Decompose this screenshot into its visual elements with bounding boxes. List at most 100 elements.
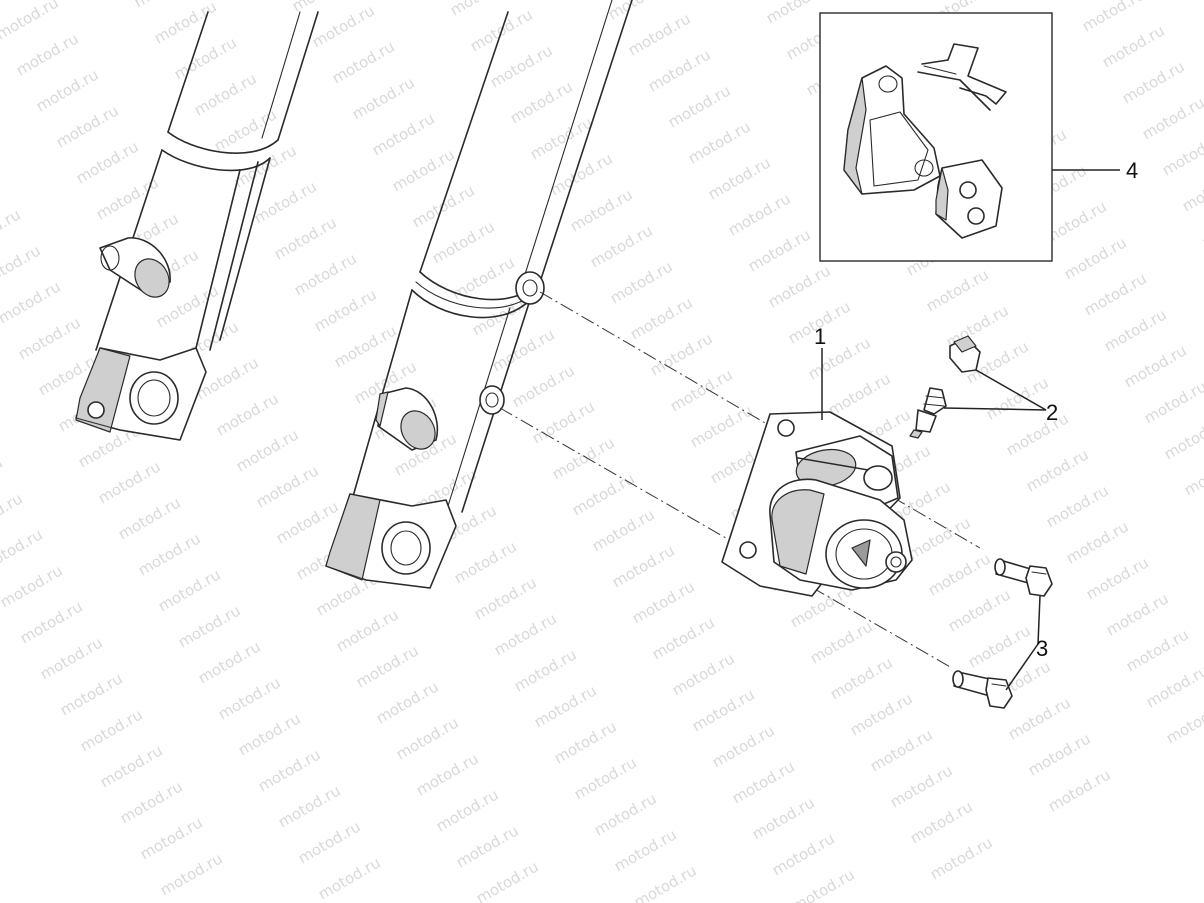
watermark-text: motod.ru [569,469,638,519]
fork-leg-right [325,0,633,589]
watermark-text: motod.ru [191,69,260,119]
watermark-text: motod.ru [0,525,46,575]
watermark-text: motod.ru [1139,93,1204,143]
watermark-text: motod.ru [369,109,438,159]
watermark-text: motod.ru [729,757,798,807]
watermark-text: motod.ru [1103,589,1172,639]
watermark-text: motod.ru [571,753,640,803]
watermark-text: motod.ru [1061,233,1130,283]
watermark-text: motod.ru [473,857,542,903]
watermark-text: motod.ru [309,1,378,51]
watermark-text: motod.ru [907,797,976,847]
watermark-text: motod.ru [925,549,994,599]
watermark-text: motod.ru [1045,765,1114,815]
watermark-text: motod.ru [253,461,322,511]
watermark-text: motod.ru [37,633,106,683]
watermark-text: motod.ru [13,29,82,79]
watermark-text: motod.ru [1099,21,1168,71]
watermark-text: motod.ru [1181,449,1204,499]
watermark-text: motod.ru [233,425,302,475]
watermark-text: motod.ru [33,65,102,115]
watermark-text: motod.ru [689,685,758,735]
watermark-text: motod.ru [231,141,300,191]
watermark-text: motod.ru [765,261,834,311]
watermark-text: motod.ru [1119,57,1188,107]
watermark-text: motod.ru [669,649,738,699]
bleed-valve-and-cap [909,335,981,439]
watermark-text: motod.ru [235,709,304,759]
watermark-text: motod.ru [311,285,380,335]
watermark-text: motod.ru [453,821,522,871]
watermark-text: motod.ru [413,749,482,799]
watermark-text: motod.ru [471,573,540,623]
watermark-text: motod.ru [115,493,184,543]
watermark-text: motod.ru [647,329,716,379]
watermark-text: motod.ru [389,145,458,195]
watermark-text: motod.ru [0,205,24,255]
watermark-text: motod.ru [725,189,794,239]
watermark-text: motod.ru [0,489,26,539]
watermark-text: motod.ru [529,397,598,447]
watermark-text: motod.ru [95,457,164,507]
fork-leg-left [75,11,319,441]
watermark-text: motod.ru [1083,553,1152,603]
watermark-text: motod.ru [605,0,674,23]
watermark-text: motod.ru [1043,481,1112,531]
watermark-text: motod.ru [349,73,418,123]
watermark-text: motod.ru [1079,0,1148,35]
watermark-text: motod.ru [789,865,858,903]
watermark-text: motod.ru [17,597,86,647]
watermark-text: motod.ru [171,33,240,83]
watermark-text: motod.ru [117,777,186,827]
watermark-text: motod.ru [549,433,618,483]
watermark-text: motod.ru [53,101,122,151]
callout-4: 4 [1126,158,1138,183]
watermark-text: motod.ru [451,537,520,587]
watermark-text: motod.ru [825,369,894,419]
watermark-text: motod.ru [507,77,576,127]
watermark-text: motod.ru [1003,409,1072,459]
watermark-text: motod.ru [157,849,226,899]
watermark-text: motod.ru [567,185,636,235]
callout-1: 1 [814,324,826,349]
watermark-text: motod.ru [923,265,992,315]
watermark-text: motod.ru [667,365,736,415]
watermark-text: motod.ru [531,681,600,731]
watermark-text: motod.ru [927,833,996,883]
watermark-text: motod.ru [429,217,498,267]
watermark-text: motod.ru [607,257,676,307]
watermark-text: motod.ru [0,241,44,291]
watermark-text: motod.ru [649,613,718,663]
watermark-text: motod.ru [1023,445,1092,495]
watermark-text: motod.ru [745,225,814,275]
watermark-text: motod.ru [591,789,660,839]
watermark-text: motod.ru [77,705,146,755]
watermark-text: motod.ru [275,781,344,831]
watermark-text: motod.ru [0,561,66,611]
watermark-text: motod.ru [175,601,244,651]
watermark-text: motod.ru [1141,377,1204,427]
watermark-text: motod.ru [315,853,384,903]
watermark-text: motod.ru [685,117,754,167]
watermark-text: motod.ru [769,829,838,879]
watermark-text: motod.ru [151,0,220,47]
bolt-lower [952,670,1013,709]
watermark-text: motod.ru [447,0,516,19]
watermark-text: motod.ru [333,605,402,655]
watermark-text: motod.ru [295,817,364,867]
leader-lines [821,169,1120,691]
watermark-text: motod.ru [1143,661,1204,711]
watermark-text: motod.ru [0,0,62,43]
watermark-text: motod.ru [631,861,700,903]
watermark-text: motod.ru [587,221,656,271]
caliper-mounting-bolts [952,558,1053,709]
watermark-text: motod.ru [215,673,284,723]
watermark-text: motod.ru [57,669,126,719]
watermark-text: motod.ru [1163,697,1204,747]
watermark-text: motod.ru [489,325,558,375]
watermark-text: motod.ru [1179,165,1204,215]
watermark-text: motod.ru [331,321,400,371]
watermark-text: motod.ru [137,813,206,863]
watermark-text: motod.ru [983,373,1052,423]
